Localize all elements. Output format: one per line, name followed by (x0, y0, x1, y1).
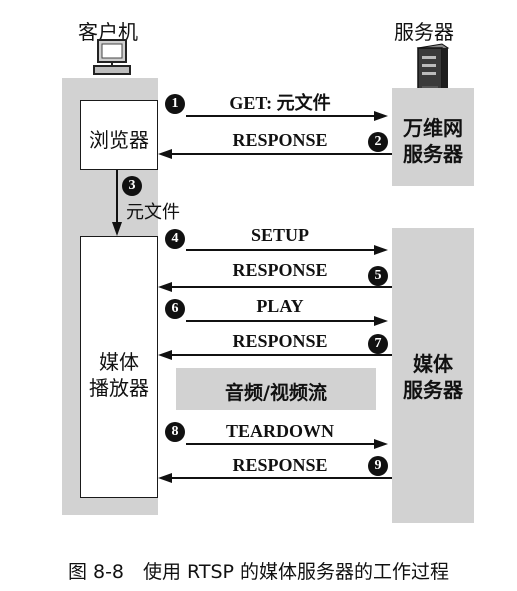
web-server-panel (392, 88, 474, 186)
step-badge-2: 2 (368, 132, 388, 152)
step-badge-7: 7 (368, 334, 388, 354)
stream-box (176, 368, 376, 410)
arrow-response-2 (172, 153, 392, 155)
step-badge-5: 5 (368, 266, 388, 286)
browser-label: 浏览器 (89, 128, 149, 152)
arrow-response-5 (172, 286, 392, 288)
computer-icon (93, 39, 131, 75)
arrow-response-7 (172, 354, 392, 356)
web-server-label-line2: 服务器 (403, 142, 463, 166)
player-label-line1: 媒体 (99, 350, 139, 374)
player-label-line2: 播放器 (89, 376, 149, 400)
web-server-label-line1: 万维网 (403, 116, 463, 140)
step-label-2: RESPONSE (232, 130, 328, 150)
metafile-label: 元文件 (126, 202, 180, 223)
step-badge-6: 6 (165, 299, 185, 319)
step-label-4: SETUP (250, 225, 310, 245)
step-badge-1: 1 (165, 94, 185, 114)
arrow-response-7-head (158, 350, 172, 360)
browser-box (80, 100, 158, 170)
arrow-get (186, 115, 374, 117)
arrow-teardown-head (374, 439, 388, 449)
arrow-setup (186, 249, 374, 251)
arrow-play (186, 320, 374, 322)
step-badge-4: 4 (165, 229, 185, 249)
figure-caption: 图 8-8 使用 RTSP 的媒体服务器的工作过程 (67, 561, 450, 583)
stream-label: 音频/视频流 (225, 382, 327, 404)
step-label-9: RESPONSE (232, 455, 328, 475)
step-badge-8: 8 (165, 422, 185, 442)
step-label-1: GET: 元文件 (229, 93, 331, 113)
media-player-box (80, 236, 158, 498)
step-label-8: TEARDOWN (225, 421, 334, 441)
media-server-panel (392, 228, 474, 523)
arrow-setup-head (374, 245, 388, 255)
arrow-response-2-head (158, 149, 172, 159)
arrow-response-9-head (158, 473, 172, 483)
arrow-play-head (374, 316, 388, 326)
arrow-teardown (186, 443, 374, 445)
step-label-6: PLAY (256, 296, 304, 316)
arrow-metafile (116, 170, 118, 222)
arrow-metafile-head (112, 222, 122, 236)
step-label-5: RESPONSE (232, 260, 328, 280)
media-server-label-line2: 服务器 (403, 378, 463, 402)
arrow-response-9 (172, 477, 392, 479)
arrow-response-5-head (158, 282, 172, 292)
arrow-get-head (374, 111, 388, 121)
step-badge-9: 9 (368, 456, 388, 476)
step-label-7: RESPONSE (232, 331, 328, 351)
step-badge-3: 3 (122, 176, 142, 196)
media-server-label-line1: 媒体 (413, 352, 453, 376)
server-title: 服务器 (394, 20, 454, 44)
